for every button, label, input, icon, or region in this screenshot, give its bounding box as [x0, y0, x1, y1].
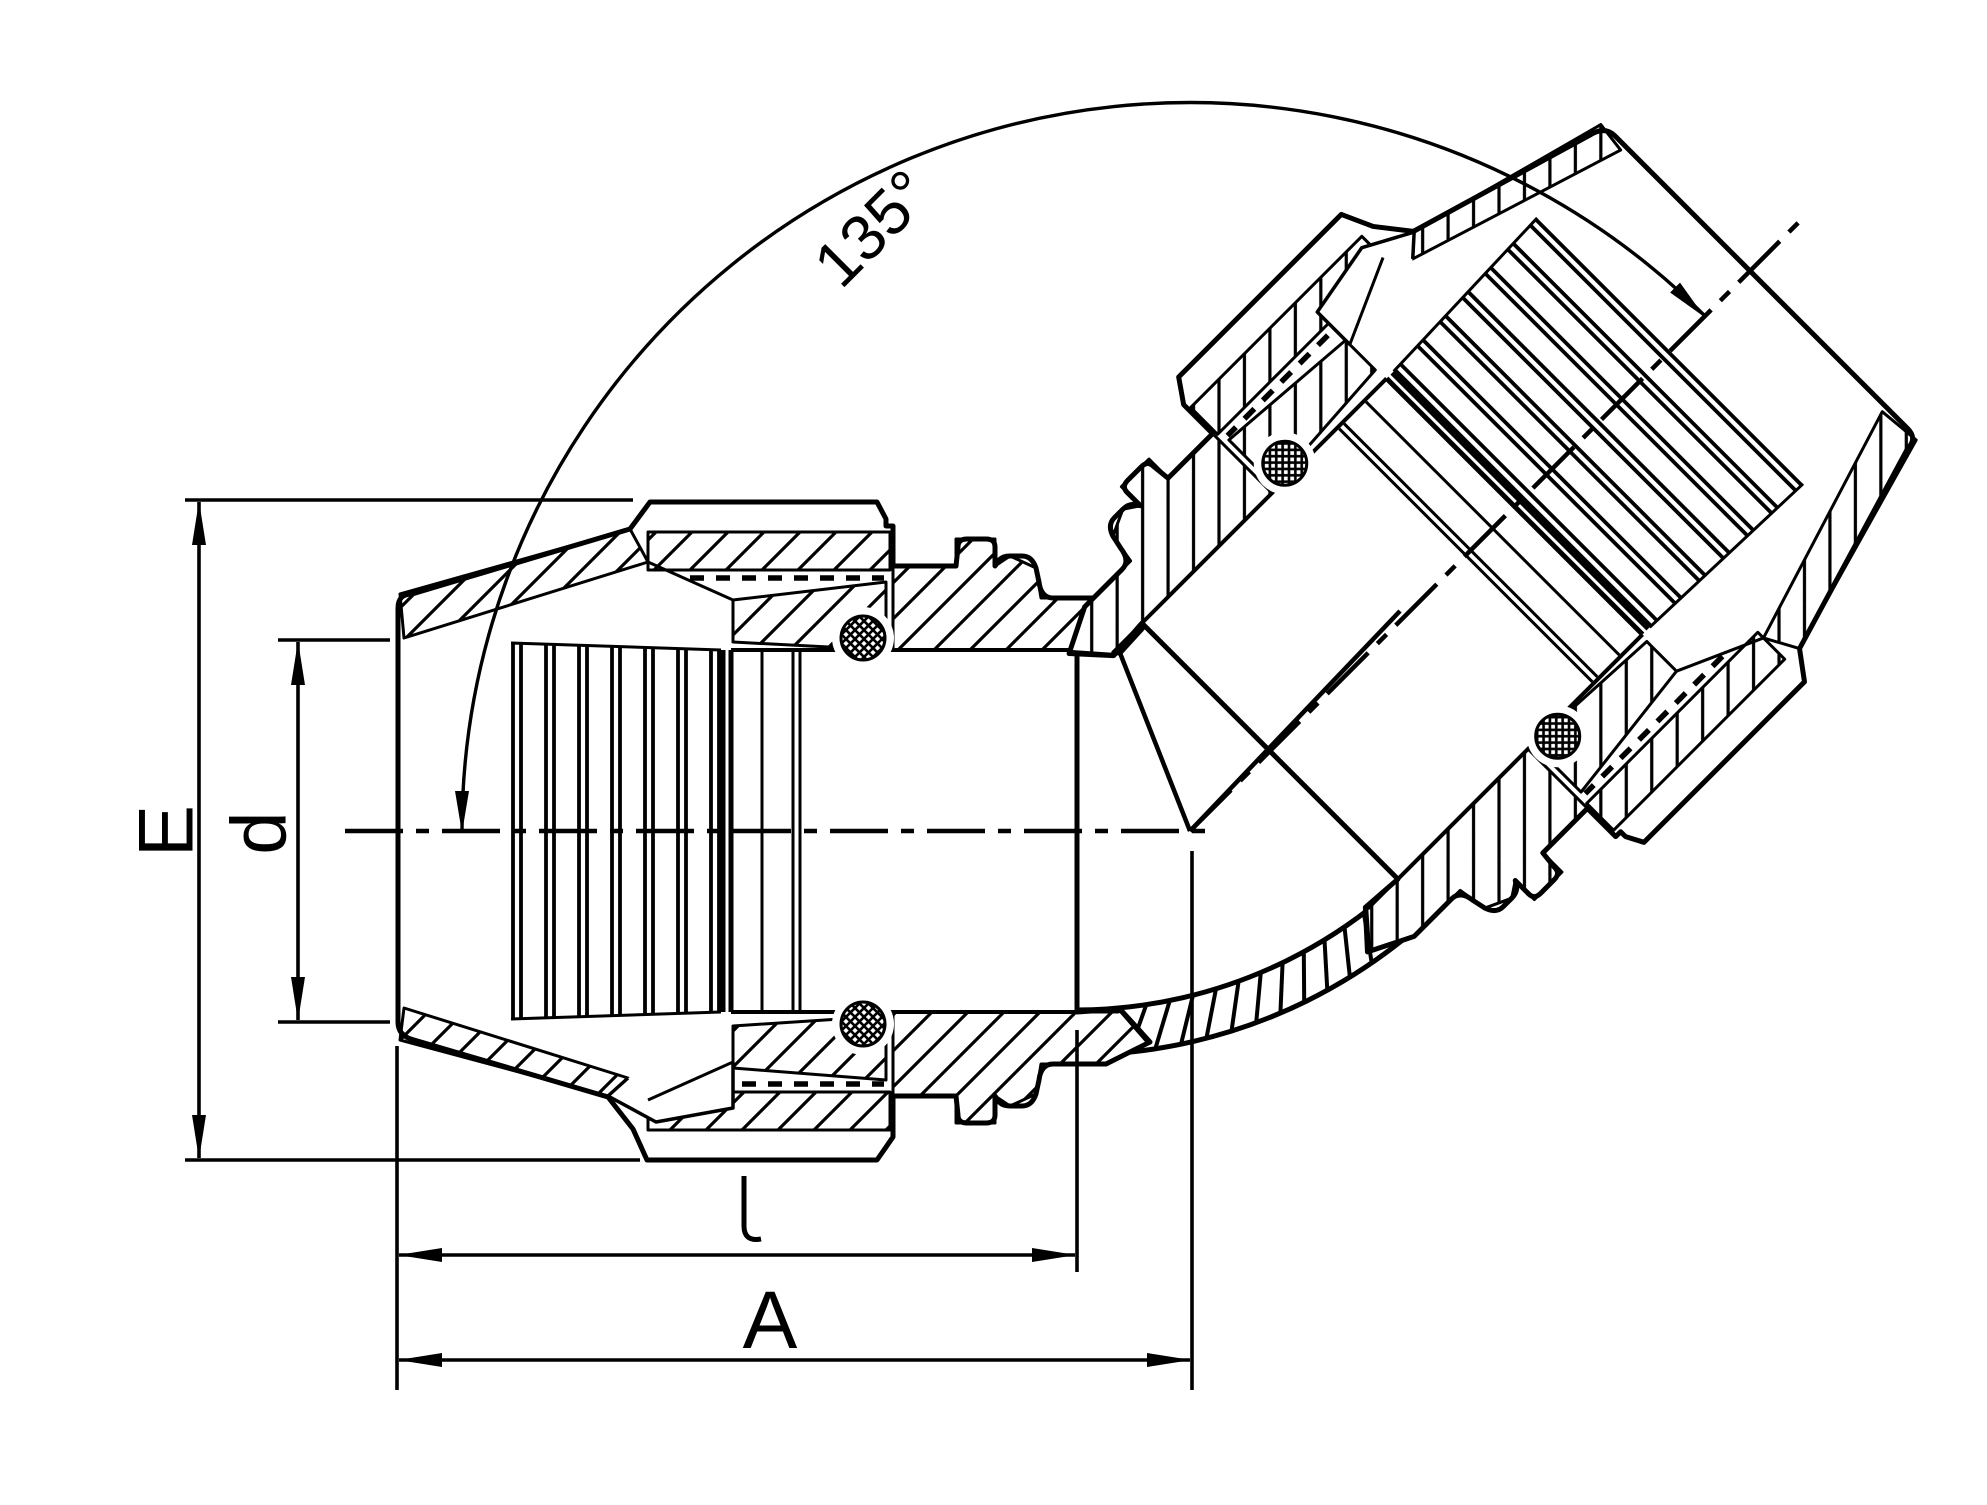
svg-text:d: d [214, 811, 302, 854]
svg-text:A: A [743, 1275, 798, 1366]
svg-text:E: E [121, 805, 209, 857]
